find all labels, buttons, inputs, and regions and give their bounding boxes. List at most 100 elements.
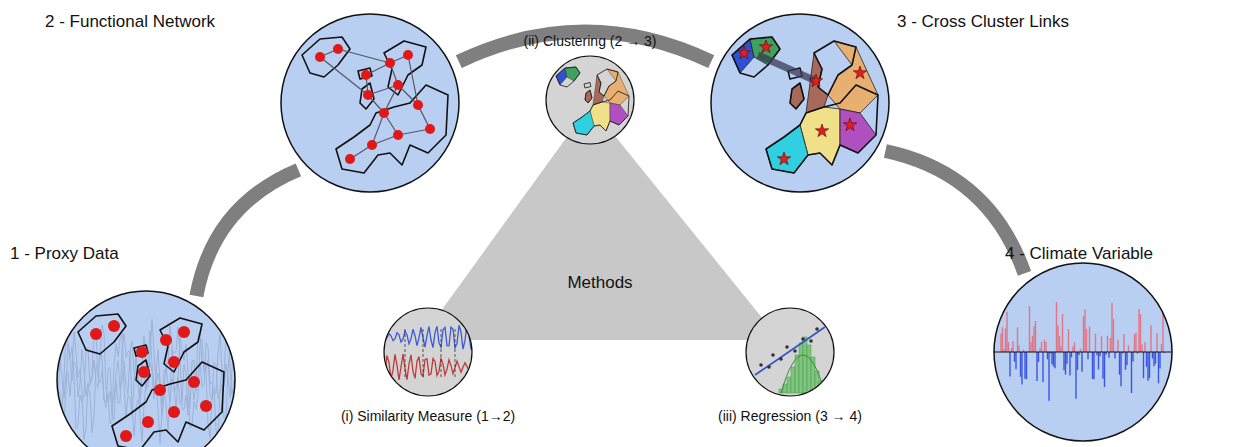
climate-bar bbox=[1159, 352, 1160, 368]
panel-heading: 2 - Functional Network bbox=[45, 12, 215, 32]
histogram-bar bbox=[803, 337, 807, 393]
drawing-circle bbox=[384, 308, 472, 396]
climate-bar bbox=[1057, 326, 1058, 352]
histogram-bar bbox=[787, 377, 791, 393]
climate-bar bbox=[1152, 352, 1153, 358]
similarity-series bbox=[383, 354, 473, 380]
climate-bar bbox=[1086, 329, 1087, 352]
proxy-dot bbox=[108, 320, 120, 332]
drawing-g bbox=[993, 302, 1173, 401]
network-dot bbox=[345, 154, 355, 164]
climate-bar bbox=[1029, 306, 1030, 352]
climate-bar bbox=[1119, 352, 1120, 375]
climate-bar bbox=[1092, 352, 1093, 379]
network-dot bbox=[403, 50, 413, 60]
climate-bar bbox=[1018, 346, 1019, 352]
climate-bar bbox=[1020, 352, 1021, 377]
climate-bar bbox=[1089, 327, 1090, 352]
climate-bar bbox=[1021, 352, 1022, 384]
drawing-line bbox=[755, 327, 825, 375]
proxy-data-circle bbox=[56, 291, 236, 447]
network-dot bbox=[363, 90, 373, 100]
climate-bar bbox=[1069, 352, 1070, 376]
climate-bar bbox=[1131, 352, 1132, 393]
scatter-point bbox=[767, 365, 771, 369]
climate-bar bbox=[1015, 352, 1016, 369]
proxy-dot bbox=[168, 406, 180, 418]
method-label: (ii) Clustering (2 → 3) bbox=[523, 33, 656, 49]
drawing-use bbox=[732, 37, 878, 173]
methods-node: Methods bbox=[563, 271, 637, 295]
climate-bar bbox=[1056, 302, 1057, 352]
climate-bar bbox=[1077, 352, 1078, 370]
climate-bar bbox=[1009, 352, 1010, 377]
climate-bar bbox=[1095, 334, 1096, 352]
drawing-use bbox=[302, 37, 448, 173]
climate-bar bbox=[1045, 342, 1046, 352]
cluster-circle bbox=[711, 14, 889, 192]
climate-bar bbox=[1108, 352, 1109, 358]
drawing-use bbox=[78, 314, 224, 447]
drawing-circle bbox=[546, 56, 634, 144]
climate-bar bbox=[1155, 352, 1156, 364]
circle-node: 1 - Proxy Data bbox=[56, 290, 236, 447]
climate-bar bbox=[1038, 352, 1039, 362]
drawing-use bbox=[843, 118, 856, 131]
drawing-g bbox=[90, 320, 212, 442]
drawing-g bbox=[383, 325, 473, 381]
circle-node: (iii) Regression (3 → 4) bbox=[745, 307, 835, 397]
drawing-use bbox=[815, 124, 828, 137]
drawing-g bbox=[759, 327, 819, 369]
network-dot bbox=[425, 124, 435, 134]
similarity-marker bbox=[405, 329, 406, 377]
drawing-circle bbox=[994, 263, 1172, 441]
climate-bar bbox=[1075, 352, 1076, 399]
panel-heading: 1 - Proxy Data bbox=[10, 244, 119, 264]
drawing-path bbox=[781, 355, 825, 393]
drawing-use bbox=[556, 67, 629, 135]
network-link bbox=[408, 55, 418, 105]
climate-bar bbox=[1014, 352, 1015, 362]
drawing-g bbox=[1001, 302, 1165, 401]
network-dot bbox=[333, 44, 343, 54]
climate-bar bbox=[1026, 352, 1027, 379]
climate-bar bbox=[1143, 352, 1144, 378]
drawing-circle bbox=[384, 308, 472, 396]
drawing-use bbox=[732, 37, 878, 173]
circle-node: (i) Similarity Measure (1→2) bbox=[383, 307, 473, 397]
drawing-g bbox=[320, 49, 430, 159]
similarity-series bbox=[383, 325, 473, 350]
drawing-use bbox=[777, 152, 790, 165]
climate-bar bbox=[1162, 310, 1163, 352]
climate-bar bbox=[1030, 342, 1031, 352]
histogram-bar bbox=[791, 367, 795, 393]
proxy-dot bbox=[120, 430, 132, 442]
drawing-g bbox=[732, 37, 878, 173]
climate-bar bbox=[1158, 352, 1159, 383]
climate-bar bbox=[1101, 337, 1102, 353]
drawing-use bbox=[809, 74, 822, 87]
climate-bar bbox=[1051, 352, 1052, 364]
climate-bar bbox=[1134, 334, 1135, 352]
proxy-dot bbox=[200, 400, 212, 412]
climate-bar bbox=[1000, 334, 1001, 353]
climate-bar bbox=[1033, 326, 1034, 352]
climate-bar bbox=[1072, 346, 1073, 352]
climate-bar bbox=[1062, 314, 1063, 352]
climate-bar bbox=[1065, 352, 1066, 375]
scatter-point bbox=[809, 339, 813, 343]
drawing-use bbox=[853, 66, 866, 79]
drawing-g bbox=[556, 67, 629, 135]
climate-bar bbox=[1053, 352, 1054, 366]
climate-bar bbox=[1054, 352, 1055, 368]
scatter-point bbox=[779, 357, 783, 361]
climate-bar bbox=[1005, 329, 1006, 352]
climate-bar bbox=[1047, 352, 1048, 359]
histogram-bar bbox=[807, 345, 811, 393]
climate-bar bbox=[1153, 352, 1154, 366]
climate-bar bbox=[1144, 342, 1145, 352]
scatter-point bbox=[815, 327, 819, 331]
climate-bar bbox=[1048, 352, 1049, 401]
clustering-icon bbox=[546, 56, 634, 144]
